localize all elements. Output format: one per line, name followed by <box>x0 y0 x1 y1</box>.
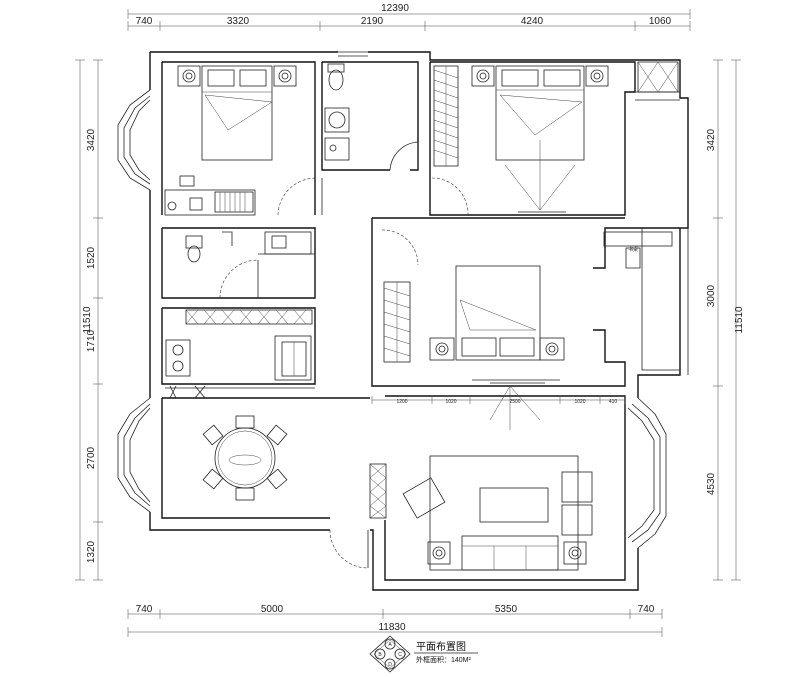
title-block: A B C D 平面布置图 外框面积：140M² <box>369 635 478 673</box>
dim-int-3: 2500 <box>509 399 520 405</box>
compass-c: C <box>398 652 402 658</box>
study-desk-label: 书桌 <box>628 246 638 253</box>
bedroom-3: 书桌 <box>383 231 673 363</box>
dim-bottom-1: 740 <box>136 604 153 615</box>
dim-int-1: 1200 <box>396 399 407 405</box>
dim-top-2: 3320 <box>227 16 250 27</box>
interior-dimensions: 1200 1020 2500 1020 410 <box>371 396 626 405</box>
dim-bottom-total: 11830 <box>378 622 406 633</box>
dim-top-5: 1060 <box>649 16 672 27</box>
bathroom-2 <box>185 231 315 263</box>
left-dimensions: 11510 3420 1520 1710 2700 1320 <box>75 59 103 581</box>
dim-left-2: 1520 <box>86 246 97 269</box>
dim-left-total: 11510 <box>82 306 93 334</box>
dim-top-total: 12390 <box>381 3 409 14</box>
walls <box>117 51 689 591</box>
top-dimensions: 12390 740 3320 2190 4240 1060 <box>127 3 691 31</box>
bedroom-2 <box>433 61 679 213</box>
dim-int-2: 1020 <box>445 399 456 405</box>
compass-a: A <box>388 642 392 648</box>
dim-left-3: 1710 <box>86 329 97 352</box>
bathroom-top <box>324 63 419 171</box>
dim-right-2: 3000 <box>706 284 717 307</box>
dim-left-5: 1320 <box>86 540 97 563</box>
compass-b: B <box>378 652 382 658</box>
bottom-dimensions: 740 5000 5350 740 11830 <box>127 604 663 637</box>
dim-top-1: 740 <box>136 16 153 27</box>
dim-left-4: 2700 <box>86 446 97 469</box>
dim-bottom-4: 740 <box>638 604 655 615</box>
dim-bottom-3: 5350 <box>495 604 518 615</box>
compass-d: D <box>388 662 392 668</box>
dim-right-1: 3420 <box>706 128 717 151</box>
dim-top-3: 2190 <box>361 16 384 27</box>
dim-right-3: 4530 <box>706 472 717 495</box>
dim-right-total: 11510 <box>734 306 745 334</box>
plan-title: 平面布置图 <box>416 641 466 653</box>
bedroom-1 <box>164 65 297 216</box>
right-dimensions: 3420 3000 4530 11510 <box>706 59 745 581</box>
area-label: 外框面积：140M² <box>416 655 472 664</box>
dim-left-1: 3420 <box>86 128 97 151</box>
dim-top-4: 4240 <box>521 16 544 27</box>
dim-bottom-2: 5000 <box>261 604 284 615</box>
kitchen <box>165 309 315 399</box>
living-room <box>369 379 593 571</box>
doors <box>219 177 469 569</box>
dining-area <box>202 415 288 501</box>
dim-int-4: 1020 <box>574 399 585 405</box>
dim-int-5: 410 <box>609 399 618 405</box>
